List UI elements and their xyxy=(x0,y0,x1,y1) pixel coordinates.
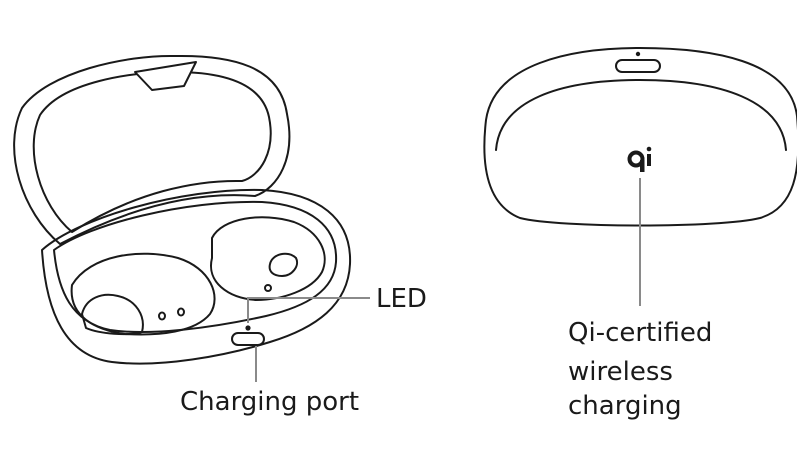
case-base-inner xyxy=(53,200,338,334)
right-earbud xyxy=(210,216,326,301)
left-earbud xyxy=(81,293,144,336)
qi-label-line2: wireless xyxy=(568,357,673,387)
left-earbud-well xyxy=(70,252,216,336)
case-lid-inner xyxy=(32,71,272,233)
right-earbud-detail xyxy=(268,252,298,277)
lid-latch xyxy=(134,61,197,91)
qi-label-line1: Qi-certified xyxy=(568,318,712,348)
closed-case-port xyxy=(615,59,661,73)
led-label: LED xyxy=(376,284,427,314)
closed-case-outer xyxy=(483,47,797,227)
closed-case-led xyxy=(635,51,641,57)
right-contact xyxy=(264,284,272,292)
case-base-outer xyxy=(41,188,352,365)
closed-case-seam xyxy=(495,79,787,151)
closed-charging-case xyxy=(483,47,797,227)
case-lid-outer xyxy=(13,54,291,245)
left-contact-1 xyxy=(158,311,166,321)
qi-logo-icon xyxy=(627,146,652,172)
charging-port xyxy=(231,332,265,346)
led-leader-line xyxy=(247,297,370,323)
led-indicator xyxy=(245,325,251,331)
left-contact-2 xyxy=(177,307,185,317)
qi-label-line3: charging xyxy=(568,391,682,421)
charging-port-label: Charging port xyxy=(180,387,359,417)
open-charging-case xyxy=(13,54,352,365)
